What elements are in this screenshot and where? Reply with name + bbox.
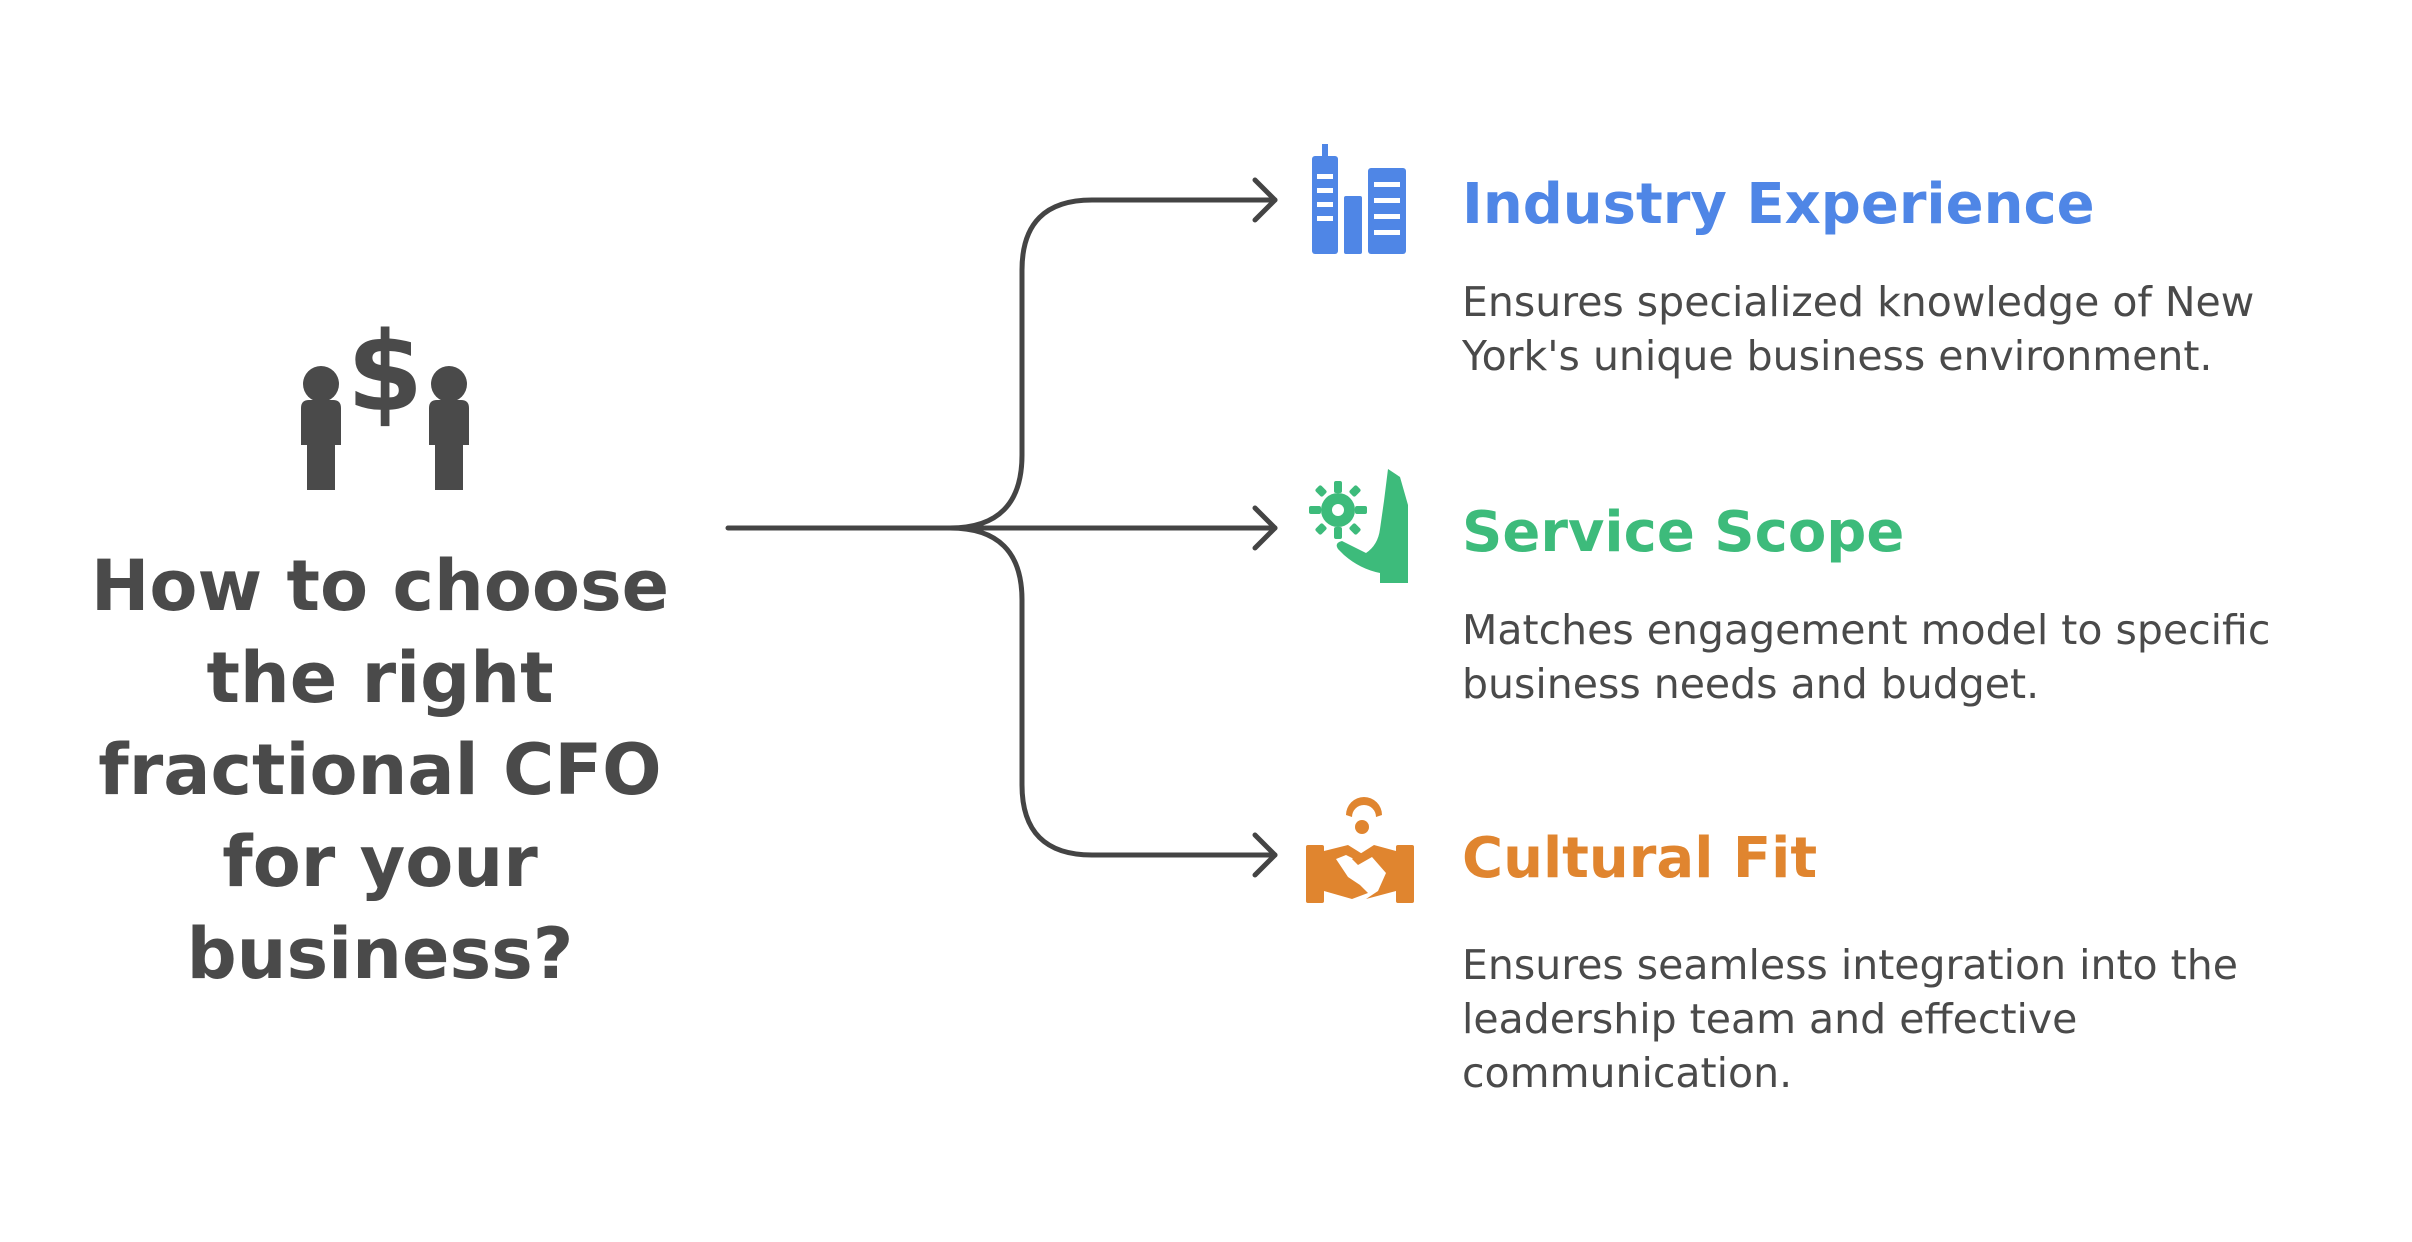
city-buildings-icon xyxy=(1312,144,1406,254)
question-line: for your xyxy=(222,821,538,903)
cultural-fit-title: Cultural Fit xyxy=(1462,826,1818,891)
question-line: fractional CFO xyxy=(98,729,662,811)
arrowhead-industry xyxy=(1252,177,1278,223)
industry-experience-description: Ensures specialized knowledge of New Yor… xyxy=(1462,278,2255,380)
handshake-icon xyxy=(1306,797,1414,903)
central-question: How to choose the right fractional CFO f… xyxy=(40,540,720,1000)
svg-text:$: $ xyxy=(347,308,424,436)
arrowhead-service xyxy=(1252,505,1278,551)
question-line: the right xyxy=(206,637,554,719)
service-scope-description: Matches engagement model to specific bus… xyxy=(1462,606,2271,708)
service-scope-title: Service Scope xyxy=(1462,500,1905,565)
people-with-dollar-icon: $ xyxy=(301,308,469,490)
question-line: business? xyxy=(186,913,574,995)
hand-with-gear-icon xyxy=(1309,469,1408,583)
branch-line-cultural xyxy=(947,525,1278,858)
arrowhead-cultural xyxy=(1252,832,1278,878)
industry-experience-title: Industry Experience xyxy=(1462,172,2095,237)
question-line: How to choose xyxy=(90,545,670,627)
cultural-fit-description: Ensures seamless integration into the le… xyxy=(1462,941,2238,1097)
branch-line-industry xyxy=(947,197,1278,531)
